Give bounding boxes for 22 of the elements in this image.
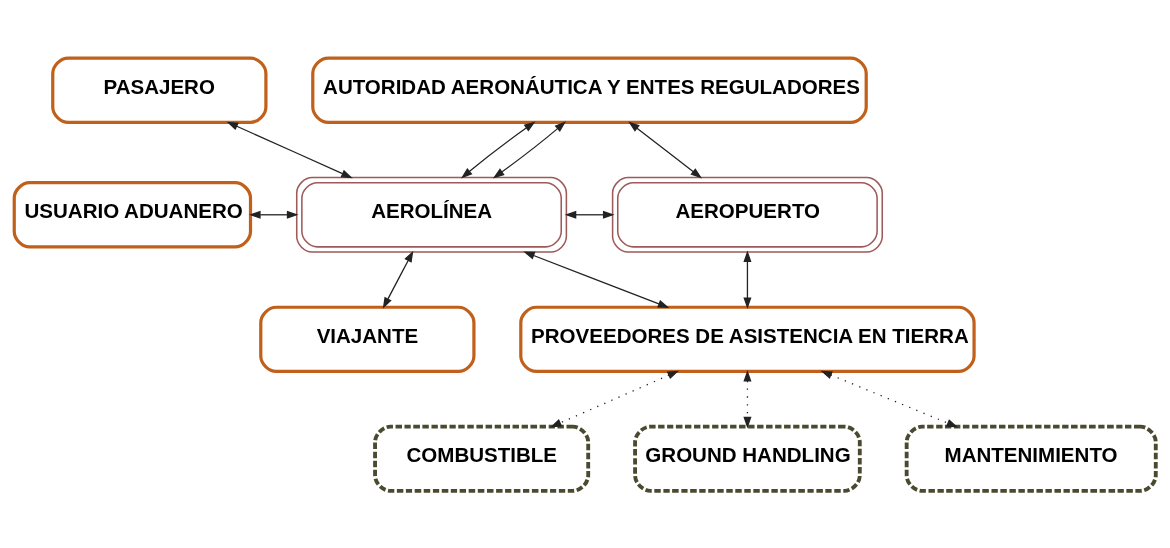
node-box: PROVEEDORES DE ASISTENCIA EN TIERRA [519, 305, 976, 373]
node-box: VIAJANTE [259, 305, 476, 373]
node-box: PASAJERO [51, 56, 268, 124]
arrow [564, 210, 615, 219]
arrow [743, 369, 752, 428]
node-box: COMBUSTIBLE [373, 424, 591, 493]
arrow [249, 210, 299, 219]
arrow [382, 250, 414, 309]
node-box: AUTORIDAD AERONÁUTICA Y ENTES REGULADORES [311, 56, 868, 124]
arrow [549, 370, 680, 427]
arrow [820, 370, 959, 427]
arrow [628, 120, 703, 178]
arrow [743, 249, 752, 309]
node-box: AEROPUERTO [611, 176, 884, 253]
arrow [523, 251, 670, 308]
node-box: AEROLÍNEA [295, 176, 568, 253]
node-box: MANTENIMIENTO [904, 424, 1158, 493]
node-box: GROUND HANDLING [633, 424, 862, 493]
arrow [492, 120, 567, 178]
arrow [226, 121, 353, 178]
node-box: USUARIO ADUANERO [12, 180, 253, 248]
arrow [461, 121, 536, 178]
